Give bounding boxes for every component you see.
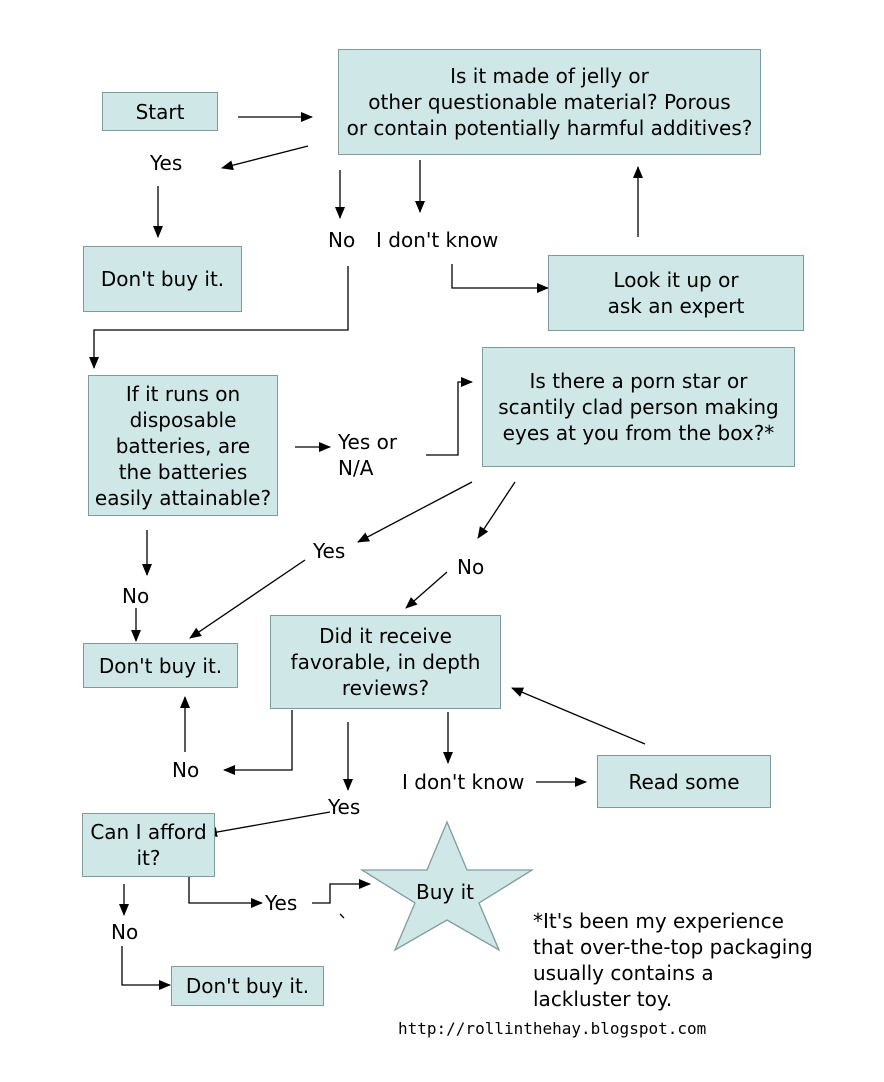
stray-mark <box>339 913 345 919</box>
porn-star-question-text: Is there a porn star or scantily clad pe… <box>498 369 779 445</box>
afford-question-text: Can I afford it? <box>90 820 207 870</box>
label-yes-afford: Yes <box>265 891 298 915</box>
material-question-text: Is it made of jelly or other questionabl… <box>346 64 753 140</box>
dont-buy-box-2: Don't buy it. <box>83 643 238 688</box>
arrow-no-to-reviews <box>405 571 448 609</box>
arrow-afford-to-yes <box>188 877 263 908</box>
arrow-pornstar-to-no <box>477 481 516 539</box>
arrow-no-to-dontbuy3 <box>121 946 171 990</box>
material-question-box: Is it made of jelly or other questionabl… <box>338 49 761 155</box>
label-no-afford: No <box>111 920 139 944</box>
label-idk-material: I don't know <box>376 228 499 252</box>
start-box: Start <box>102 92 218 131</box>
buy-it-star <box>359 820 535 952</box>
arrow-pornstar-to-yes <box>357 481 473 543</box>
read-some-text: Read some <box>628 769 740 794</box>
label-yes-na: Yes or N/A <box>338 430 398 480</box>
start-text: Start <box>135 99 185 124</box>
batteries-question-box: If it runs on disposable batteries, are … <box>88 375 278 516</box>
look-up-box: Look it up or ask an expert <box>548 255 804 331</box>
arrow-yesna-to-pornstar <box>426 377 473 456</box>
arrow-readsome-to-reviews <box>511 687 646 745</box>
label-yes-porn: Yes <box>313 539 346 563</box>
label-yes-reviews: Yes <box>328 795 361 819</box>
arrow-reviews-to-no <box>223 710 293 775</box>
source-url: http://rollinthehay.blogspot.com <box>398 1019 707 1038</box>
arrow-yes-to-dontbuy2 <box>189 559 306 639</box>
arrow-yes-to-buyit <box>312 879 371 904</box>
arrow-idk-to-lookup <box>451 264 549 293</box>
dont-buy-box-3: Don't buy it. <box>171 966 324 1006</box>
dont-buy-text-3: Don't buy it. <box>185 974 310 998</box>
label-no-batteries: No <box>122 584 150 608</box>
arrow-material-to-yes <box>221 145 309 171</box>
afford-question-box: Can I afford it? <box>82 813 215 877</box>
dont-buy-text-1: Don't buy it. <box>100 267 225 291</box>
buy-it-text: Buy it <box>416 880 474 904</box>
look-up-text: Look it up or ask an expert <box>607 268 745 318</box>
label-no-reviews: No <box>172 758 200 782</box>
dont-buy-text-2: Don't buy it. <box>98 653 223 678</box>
read-some-box: Read some <box>597 755 771 808</box>
dont-buy-box-1: Don't buy it. <box>83 246 242 312</box>
arrow-yes-to-afford <box>205 811 331 838</box>
footnote: *It's been my experience that over-the-t… <box>533 909 813 1011</box>
label-no-porn: No <box>457 555 485 579</box>
label-yes-material: Yes <box>150 151 183 175</box>
label-idk-reviews: I don't know <box>402 770 525 794</box>
porn-star-question-box: Is there a porn star or scantily clad pe… <box>482 347 795 467</box>
label-no-material: No <box>328 228 356 252</box>
batteries-question-text: If it runs on disposable batteries, are … <box>94 381 272 510</box>
reviews-question-text: Did it receive favorable, in depth revie… <box>290 624 481 700</box>
reviews-question-box: Did it receive favorable, in depth revie… <box>270 615 501 709</box>
arrow-no-to-batteries <box>89 266 349 369</box>
